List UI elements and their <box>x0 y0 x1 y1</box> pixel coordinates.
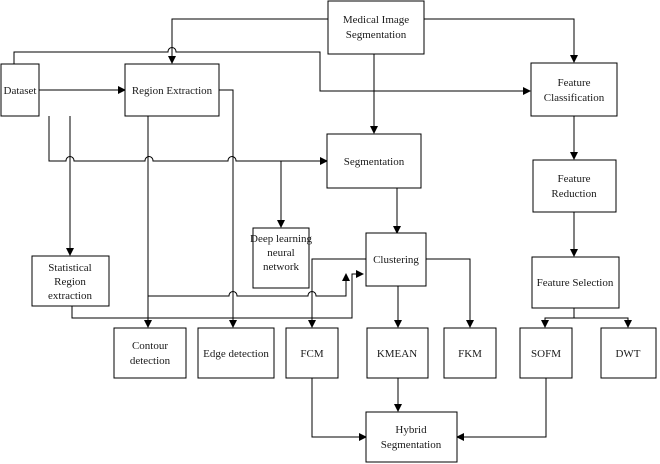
edge-statistical-to-clustering <box>71 270 364 319</box>
node-hybrid-segmentation: Hybrid Segmentation <box>365 411 458 463</box>
node-hybrid-line2: Segmentation <box>381 439 442 451</box>
node-deep-line1: Deep learning <box>250 233 312 245</box>
node-region-label: Region Extraction <box>132 85 213 97</box>
node-segmentation-label: Segmentation <box>344 156 405 168</box>
node-dataset-label: Dataset <box>4 85 37 97</box>
edge-featsel-to-sofm <box>541 308 575 328</box>
node-region-extraction: Region Extraction <box>124 63 220 117</box>
node-edge-detection: Edge detection <box>197 327 275 379</box>
node-fcm-label: FCM <box>300 348 323 360</box>
node-deep-learning: Deep learning neural network <box>250 227 312 289</box>
node-dwt-label: DWT <box>615 348 640 360</box>
node-segmentation: Segmentation <box>326 133 422 189</box>
node-clustering-label: Clustering <box>373 254 419 266</box>
node-stat-line1: Statistical <box>48 262 91 274</box>
node-contour-line1: Contour <box>132 340 168 352</box>
node-statistical-region: Statistical Region extraction <box>31 255 110 307</box>
edge-region-to-edge <box>219 89 237 328</box>
edge-dataset-to-segmentation <box>48 116 328 165</box>
node-feature-reduction: Feature Reduction <box>532 159 617 213</box>
edge-fcm-to-hybrid <box>311 378 367 441</box>
node-contour-detection: Contour detection <box>113 327 187 379</box>
node-featclass-line1: Feature <box>558 77 591 89</box>
edge-clustering-to-fkm <box>426 258 474 328</box>
node-deep-line2: neural <box>267 247 294 259</box>
node-contour-line2: detection <box>130 355 171 367</box>
node-featred-line1: Feature <box>558 173 591 185</box>
diagram-edges <box>13 18 632 441</box>
node-edge-label: Edge detection <box>203 348 269 360</box>
node-dwt: DWT <box>600 327 657 379</box>
node-feature-classification: Feature Classification <box>530 62 618 117</box>
node-featred-line2: Reduction <box>551 188 597 200</box>
node-sofm: SOFM <box>519 327 573 379</box>
node-stat-line3: extraction <box>48 290 92 302</box>
node-featsel-label: Feature Selection <box>537 277 614 289</box>
node-deep-line3: network <box>263 261 300 273</box>
node-medical-line2: Segmentation <box>346 29 407 41</box>
node-featclass-line2: Classification <box>544 92 605 104</box>
node-clustering: Clustering <box>365 232 427 287</box>
edge-dataset-to-featclass <box>13 47 531 95</box>
edge-featsel-to-dwt <box>574 317 632 328</box>
node-feature-selection: Feature Selection <box>531 256 620 309</box>
node-fcm: FCM <box>285 327 339 379</box>
edge-clustering-to-fcm <box>308 258 366 328</box>
edge-sofm-to-hybrid <box>456 378 547 441</box>
node-kmean-label: KMEAN <box>377 348 417 360</box>
edge-mis-to-region <box>168 18 328 64</box>
node-fkm: FKM <box>443 327 497 379</box>
node-kmean: KMEAN <box>366 327 429 379</box>
node-hybrid-line1: Hybrid <box>395 424 427 436</box>
node-sofm-label: SOFM <box>531 348 561 360</box>
node-fkm-label: FKM <box>458 348 482 360</box>
node-medical-image-segmentation: Medical Image Segmentation <box>327 0 425 55</box>
node-medical-line1: Medical Image <box>343 14 409 26</box>
node-stat-line2: Region <box>54 276 86 288</box>
node-dataset: Dataset <box>0 63 40 117</box>
edge-mis-to-featclass <box>424 18 578 63</box>
edge-bus-to-clustering <box>148 273 350 297</box>
